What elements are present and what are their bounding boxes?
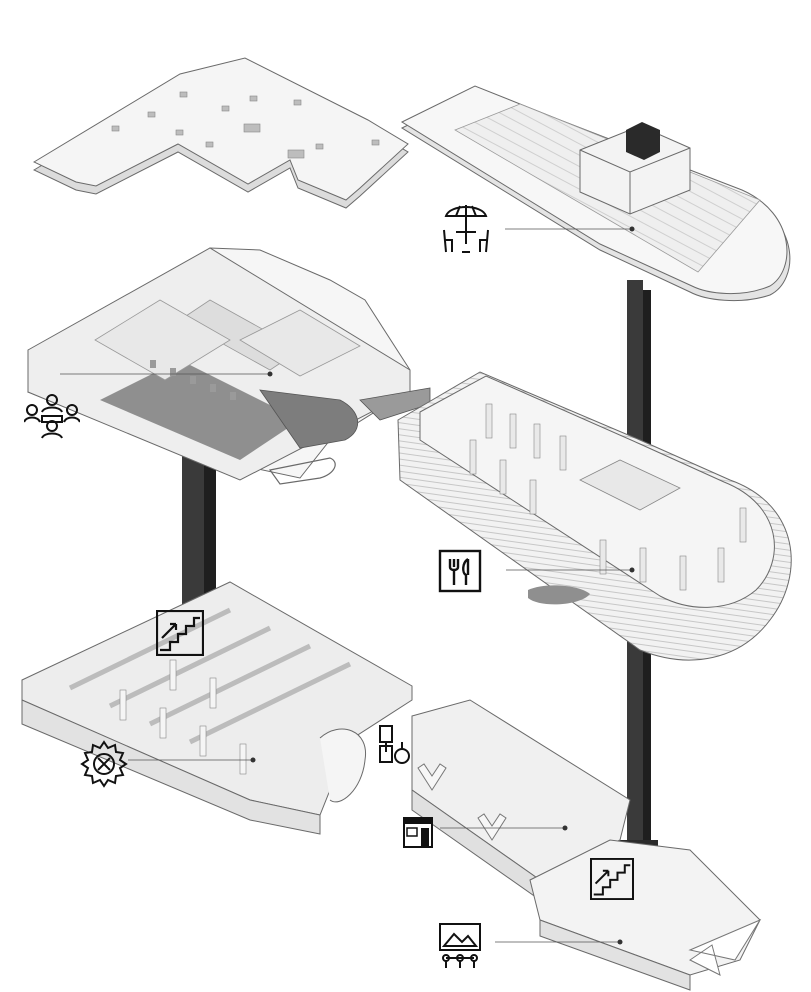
wc-icon <box>378 724 410 768</box>
roof-slab <box>32 57 409 209</box>
gear-wrench-icon <box>80 740 128 788</box>
restaurant-pod <box>397 371 792 661</box>
ground-workshop-floor <box>21 581 413 835</box>
shop-wing <box>411 699 631 901</box>
upper-terrace-deck <box>400 85 791 302</box>
stairs-icon <box>588 858 636 900</box>
leader-dots <box>250 226 635 945</box>
gallery-icon <box>438 922 482 970</box>
meeting-floor <box>27 247 431 485</box>
stair-bulkhead <box>579 122 691 215</box>
fork-knife-icon <box>438 549 482 593</box>
people-meeting-icon <box>24 394 80 440</box>
umbrella-table-icon <box>440 200 492 256</box>
exhibition-wing <box>529 839 762 991</box>
leader-lines <box>60 228 632 943</box>
storefront-icon <box>402 816 434 848</box>
stairs-icon <box>156 610 204 656</box>
